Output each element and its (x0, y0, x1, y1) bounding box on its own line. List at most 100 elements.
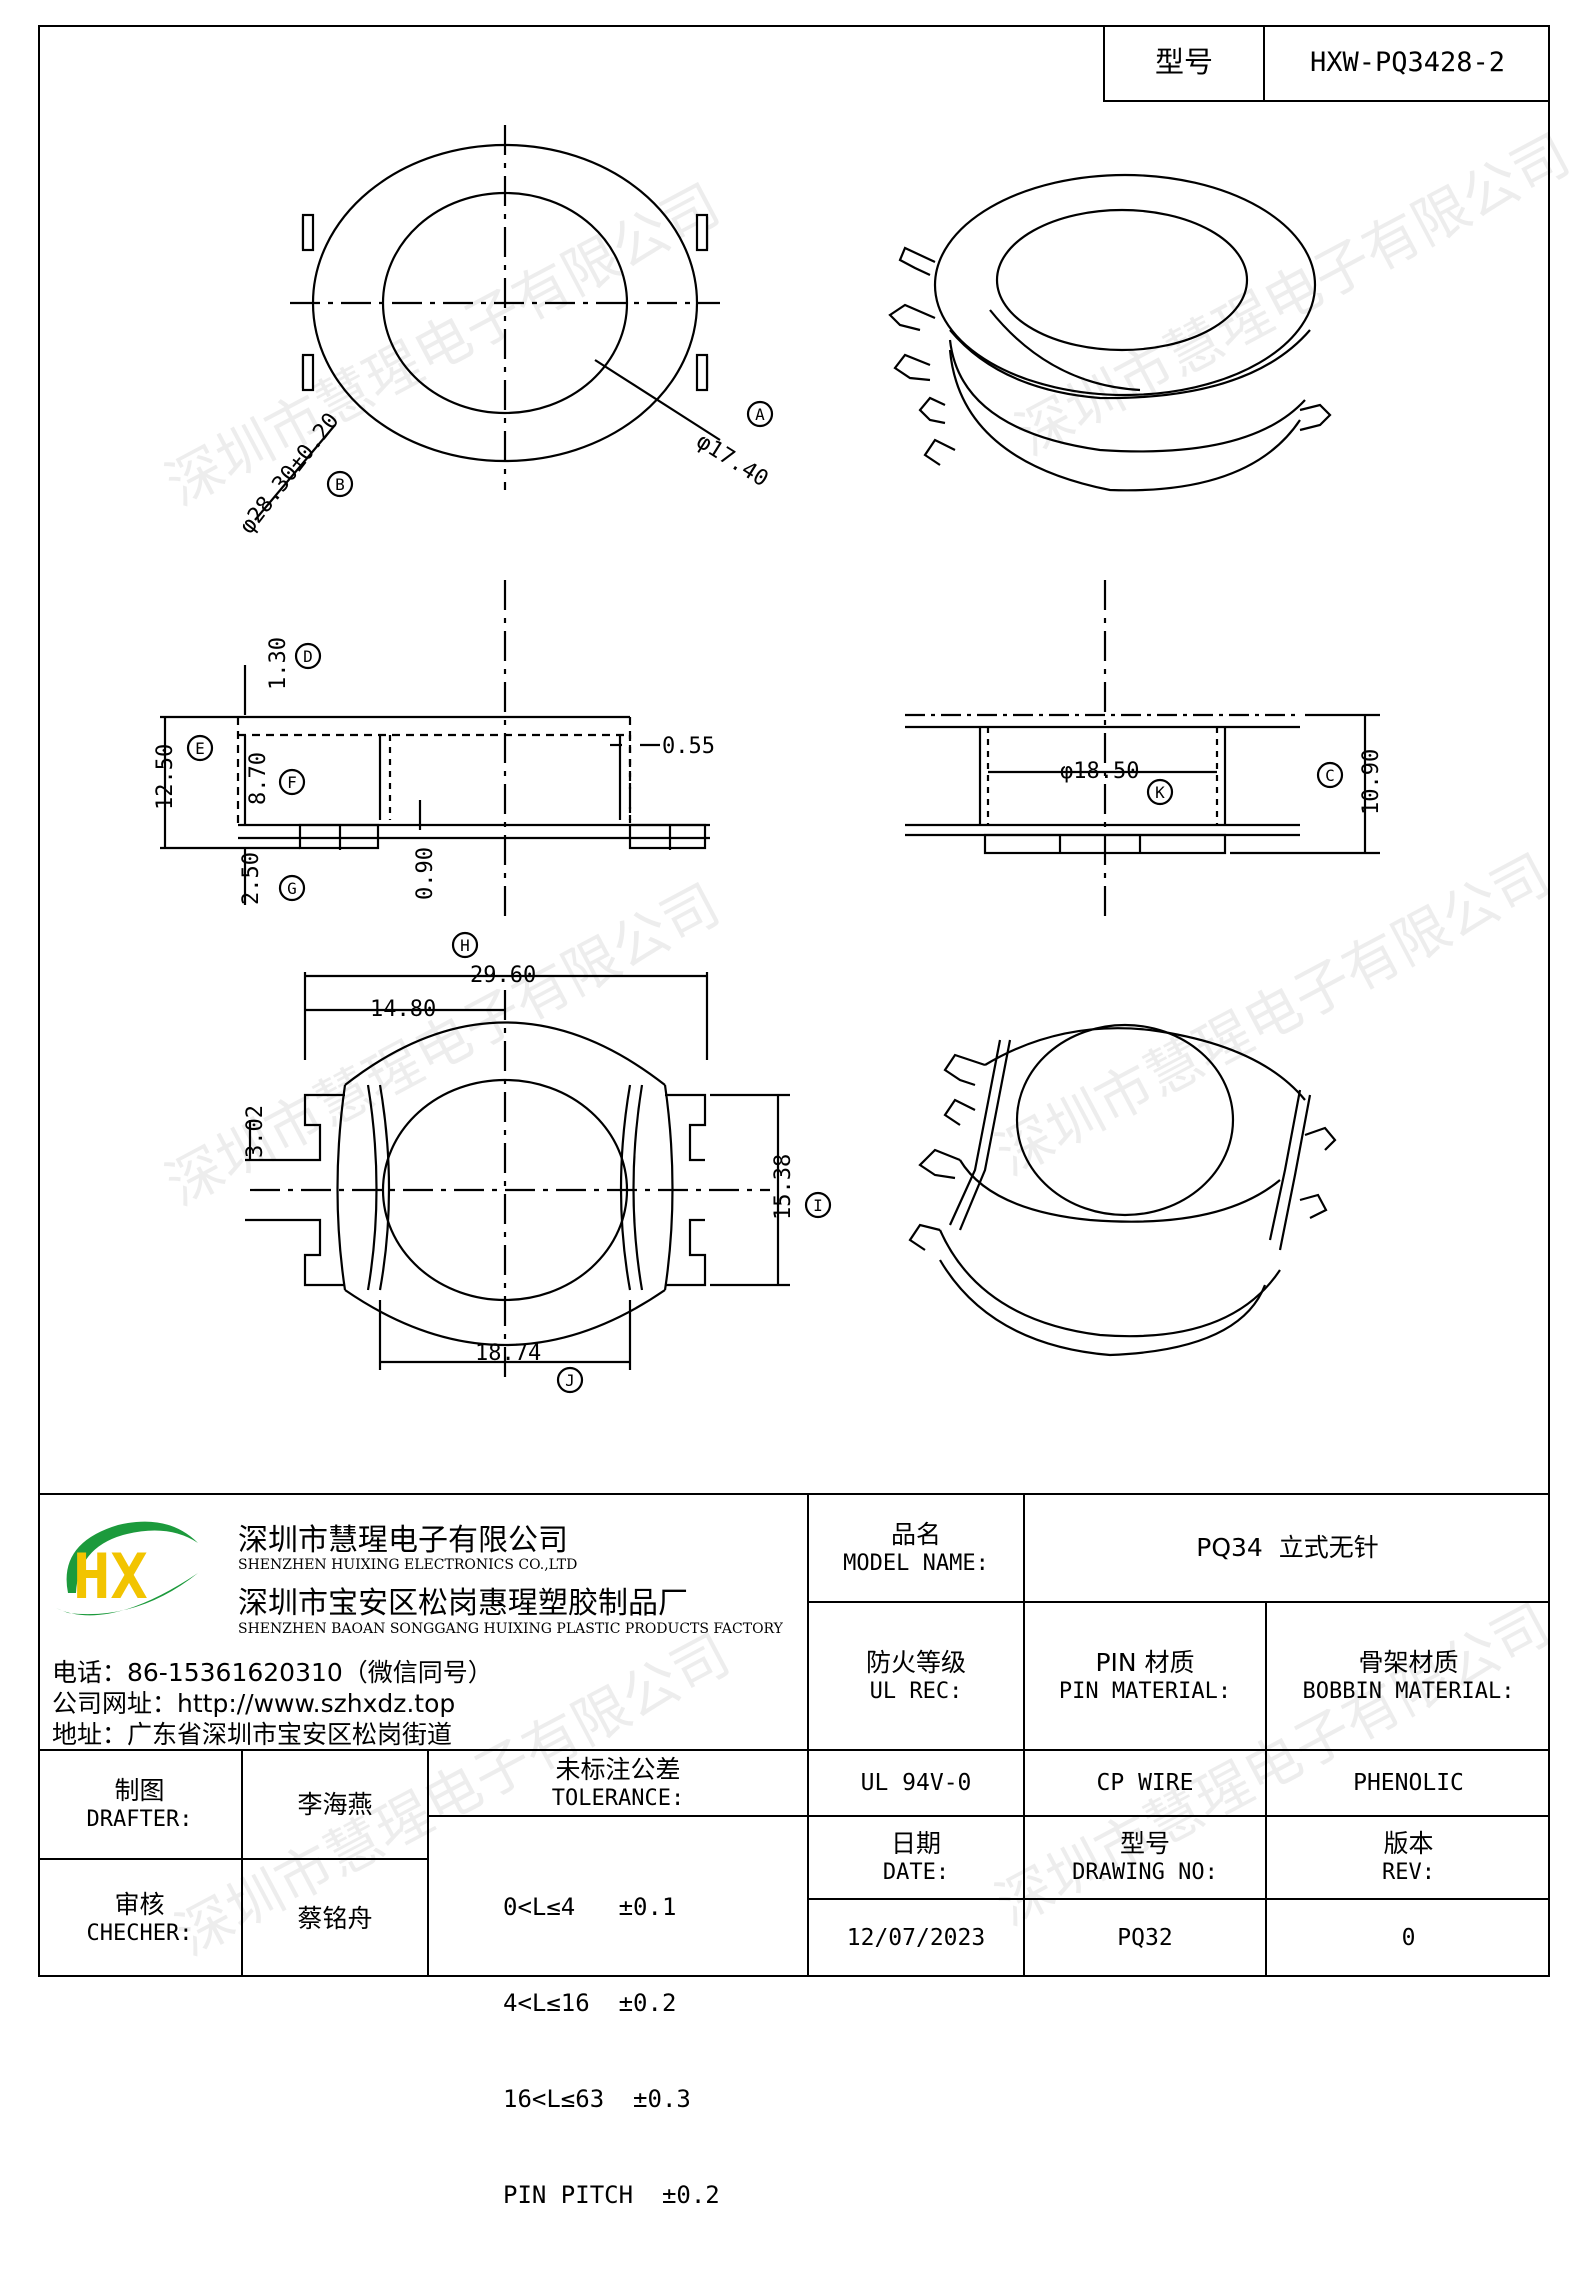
tolerance-item: PIN PITCH ±0.2 (503, 2181, 720, 2209)
company-logo: HX (56, 1521, 198, 1616)
header-model-label: 型号 (1154, 45, 1213, 80)
header-model-box: 型号 HXW-PQ3428-2 (1103, 25, 1550, 102)
marker-a: A (755, 405, 765, 424)
dim-phi-1850: φ18.50 (1060, 759, 1139, 784)
bobbin-material-label-en: BOBBIN MATERIAL: (1302, 1678, 1515, 1704)
dim-302: 3.02 (243, 1105, 268, 1158)
col-divider (1023, 1493, 1025, 1977)
marker-f: F (287, 773, 297, 792)
rev-label: 版本 REV: (1267, 1817, 1550, 1898)
dim-phi-1740: φ17.40 (692, 429, 773, 492)
ul-rec-label: 防火等级 UL REC: (809, 1603, 1023, 1749)
marker-h: H (460, 936, 470, 955)
company-name-cn: 深圳市慧瑆电子有限公司 (238, 1523, 568, 1558)
bottom-view (245, 972, 790, 1380)
checker-label-en: CHECHER: (86, 1921, 193, 1947)
date-label: 日期 DATE: (809, 1817, 1023, 1898)
ul-rec-label-cn: 防火等级 (865, 1647, 966, 1677)
company-website: 公司网址：http://www.szhxdz.top (52, 1689, 456, 1718)
model-name-value: PQ34 立式无针 (1196, 1533, 1379, 1563)
company-name-en: SHENZHEN HUIXING ELECTRONICS CO.,LTD (238, 1557, 578, 1573)
drawing-no-value: PQ32 (1117, 1925, 1173, 1952)
drawing-no-label-en: DRAWING NO: (1072, 1860, 1218, 1886)
dim-1250: 12.50 (153, 744, 178, 810)
pin-material-label: PIN 材质 PIN MATERIAL: (1025, 1603, 1265, 1749)
row-divider (807, 1601, 1550, 1603)
factory-name-en: SHENZHEN BAOAN SONGGANG HUIXING PLASTIC … (238, 1621, 783, 1637)
bobbin-material-label-cn: 骨架材质 (1358, 1647, 1459, 1677)
tolerance-item: 0<L≤4 ±0.1 (503, 1893, 677, 1921)
dim-055: 0.55 (662, 734, 715, 759)
title-block: HX 深圳市慧瑆电子有限公司 SHENZHEN HUIXING ELECTRON… (38, 1493, 1550, 2209)
tolerance-item: 4<L≤16 ±0.2 (503, 1989, 677, 2017)
model-name-label-cn: 品名 (890, 1519, 941, 1549)
pin-material-label-cn: PIN 材质 (1095, 1647, 1195, 1677)
drawing-no-label: 型号 DRAWING NO: (1025, 1817, 1265, 1898)
marker-b: B (335, 475, 345, 494)
dim-090: 0.90 (413, 847, 438, 900)
marker-e: E (195, 739, 205, 758)
marker-d: D (303, 647, 313, 666)
factory-name-cn: 深圳市宝安区松岗惠瑆塑胶制品厂 (238, 1586, 688, 1621)
dim-130: 1.30 (266, 637, 291, 690)
tolerance-item: 16<L≤63 ±0.3 (503, 2085, 691, 2113)
side-view (905, 580, 1380, 920)
pin-material-value: CP WIRE (1096, 1769, 1194, 1796)
dim-1874: 18.74 (475, 1341, 541, 1366)
row-divider (807, 1815, 1550, 1817)
ul-rec-label-en: UL REC: (869, 1678, 963, 1704)
drafter-name: 李海燕 (297, 1789, 373, 1819)
logo-letters: HX (73, 1540, 148, 1613)
header-model-value: HXW-PQ3428-2 (1309, 46, 1506, 78)
iso-view-bottom (908, 1023, 1337, 1357)
model-name-label: 品名 MODEL NAME: (809, 1495, 1023, 1601)
dim-1090: 10.90 (1359, 749, 1384, 815)
date-value: 12/07/2023 (846, 1925, 986, 1952)
rev-label-cn: 版本 (1383, 1829, 1434, 1859)
front-view (160, 580, 710, 920)
row-divider (38, 1858, 427, 1860)
checker-label: 审核 CHECHER: (38, 1860, 241, 1977)
tolerance-label-en: TOLERANCE: (551, 1785, 685, 1811)
drafter-label: 制图 DRAFTER: (38, 1751, 241, 1858)
technical-drawing: φ17.40 φ28.30±0.20 1.30 12.50 8.70 0.55 … (153, 125, 1384, 1394)
marker-i: I (813, 1196, 823, 1215)
company-address: 地址：广东省深圳市宝安区松岗街道 (52, 1720, 453, 1749)
tolerance-label-cn: 未标注公差 (555, 1754, 681, 1784)
col-divider (427, 1749, 429, 1977)
dim-2960: 29.60 (470, 963, 536, 988)
ul-value: UL 94V-0 (860, 1769, 972, 1796)
tolerance-list: 0<L≤4 ±0.1 4<L≤16 ±0.2 16<L≤63 ±0.3 PIN … (503, 1827, 720, 2275)
rev-label-en: REV: (1382, 1860, 1435, 1886)
dim-1480: 14.80 (370, 997, 436, 1022)
model-name-label-en: MODEL NAME: (843, 1550, 989, 1576)
company-phone: 电话：86-15361620310（微信同号） (52, 1658, 493, 1687)
tolerance-label: 未标注公差 TOLERANCE: (429, 1751, 807, 1815)
drawing-frame (38, 25, 1550, 1977)
row-divider (427, 1815, 807, 1817)
marker-j: J (565, 1371, 575, 1390)
row-divider (807, 1898, 1550, 1900)
col-divider (241, 1749, 243, 1977)
dim-phi-2830: φ28.30±0.20 (235, 408, 344, 538)
bobbin-material-label: 骨架材质 BOBBIN MATERIAL: (1267, 1603, 1550, 1749)
iso-view-top (888, 173, 1332, 492)
top-view (254, 125, 721, 521)
dim-1538: 15.38 (771, 1154, 796, 1220)
pin-material-label-en: PIN MATERIAL: (1058, 1678, 1232, 1704)
dim-870: 8.70 (246, 752, 271, 805)
checker-label-cn: 审核 (114, 1890, 165, 1920)
checker-name: 蔡铭舟 (297, 1903, 373, 1933)
drawing-no-label-cn: 型号 (1119, 1829, 1170, 1859)
title-top-border (38, 1493, 1550, 1495)
bobbin-material-value: PHENOLIC (1353, 1769, 1464, 1796)
row-divider (38, 1749, 1550, 1751)
header-divider (1263, 25, 1265, 100)
rev-value: 0 (1401, 1925, 1416, 1952)
drafter-label-cn: 制图 (114, 1776, 165, 1806)
marker-g: G (287, 879, 297, 898)
dim-250: 2.50 (239, 852, 264, 905)
col-divider (807, 1493, 809, 1977)
date-label-cn: 日期 (890, 1829, 941, 1859)
date-label-en: DATE: (882, 1860, 950, 1886)
